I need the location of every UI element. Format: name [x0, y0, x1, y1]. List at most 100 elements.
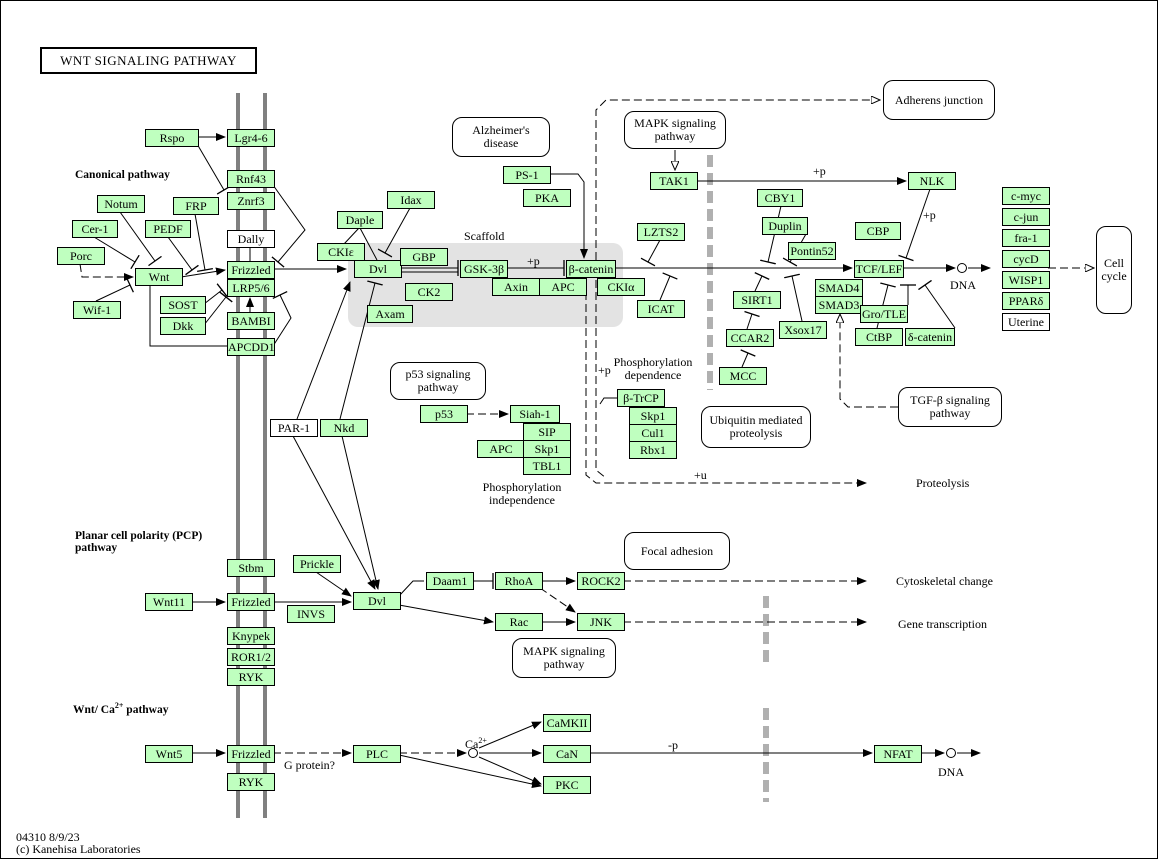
gene-node-rock2[interactable]: ROCK2 [577, 572, 625, 590]
gene-node-ckia[interactable]: CKIα [597, 278, 645, 296]
gene-node-sost[interactable]: SOST [160, 296, 206, 314]
gene-node-stbm[interactable]: Stbm [227, 559, 275, 577]
gene-node-fzd2[interactable]: Frizzled [227, 593, 275, 611]
gene-node-axam[interactable]: Axam [367, 305, 413, 323]
gene-node-xsox[interactable]: Xsox17 [779, 321, 827, 339]
gene-node-ryk[interactable]: RYK [227, 668, 275, 686]
pathway-map-ubiq[interactable]: Ubiquitin mediated proteolysis [701, 406, 811, 448]
gene-node-ckie[interactable]: CKIε [317, 243, 365, 261]
gene-node-ryk2[interactable]: RYK [227, 773, 275, 791]
pathway-map-alz[interactable]: Alzheimer's disease [452, 117, 550, 157]
gene-node-apc[interactable]: APC [539, 278, 587, 296]
gene-node-nlk[interactable]: NLK [908, 172, 956, 190]
gene-node-rbx1[interactable]: Rbx1 [629, 441, 677, 459]
gene-node-mcc[interactable]: MCC [719, 367, 767, 385]
gene-node-idax[interactable]: Idax [387, 191, 435, 209]
gene-node-notum[interactable]: Notum [97, 195, 145, 213]
gene-node-fzd[interactable]: Frizzled [227, 261, 275, 279]
gene-node-gbp[interactable]: GBP [400, 248, 448, 266]
gene-node-dkk[interactable]: Dkk [160, 317, 206, 335]
gene-node-siah1[interactable]: Siah-1 [510, 405, 560, 423]
gene-node-skp1a[interactable]: Skp1 [629, 407, 677, 425]
gene-node-porc[interactable]: Porc [57, 247, 105, 265]
gene-node-camkii[interactable]: CaMKII [543, 714, 591, 732]
gene-node-ck2[interactable]: CK2 [405, 283, 453, 301]
pathway-map-focal[interactable]: Focal adhesion [624, 532, 730, 570]
gene-node-skp1b[interactable]: Skp1 [523, 440, 571, 458]
gene-node-tcf[interactable]: TCF/LEF [854, 260, 904, 278]
gene-node-gsk[interactable]: GSK-3β [460, 260, 508, 278]
gene-node-lgr[interactable]: Lgr4-6 [227, 129, 275, 147]
gene-node-pontin[interactable]: Pontin52 [788, 242, 836, 260]
gene-node-apc2[interactable]: APC [477, 440, 525, 458]
gene-node-p53[interactable]: p53 [420, 405, 468, 423]
gene-node-rhoa[interactable]: RhoA [495, 572, 543, 590]
gene-node-sip[interactable]: SIP [523, 423, 571, 441]
gene-node-par1[interactable]: PAR-1 [270, 419, 318, 437]
gene-node-ror[interactable]: ROR1/2 [227, 648, 275, 666]
gene-node-btrcp[interactable]: β-TrCP [617, 389, 665, 407]
gene-node-daple[interactable]: Daple [337, 211, 383, 229]
gene-node-apcdd1[interactable]: APCDD1 [227, 338, 275, 356]
gene-node-tak1[interactable]: TAK1 [650, 172, 698, 190]
gene-node-cmyc[interactable]: c-myc [1002, 187, 1050, 205]
pathway-map-p53path[interactable]: p53 signaling pathway [390, 362, 486, 400]
gene-node-smad4[interactable]: SMAD4 [815, 279, 863, 297]
gene-node-invs[interactable]: INVS [287, 605, 335, 623]
gene-node-znrf3[interactable]: Znrf3 [227, 192, 275, 210]
gene-node-cjun[interactable]: c-jun [1002, 208, 1050, 226]
gene-node-icat[interactable]: ICAT [637, 300, 685, 318]
gene-node-rac[interactable]: Rac [495, 613, 543, 631]
gene-node-dvl[interactable]: Dvl [354, 260, 402, 278]
gene-node-lrp[interactable]: LRP5/6 [227, 279, 275, 297]
calcium-compound-circle[interactable] [468, 748, 478, 758]
gene-node-ctbp[interactable]: CtBP [855, 328, 903, 346]
gene-node-smad3[interactable]: SMAD3 [815, 296, 863, 314]
gene-node-dally[interactable]: Dally [227, 230, 275, 248]
gene-node-lzts2[interactable]: LZTS2 [637, 223, 685, 241]
gene-node-bcat[interactable]: β-catenin [566, 260, 616, 278]
gene-node-cer1[interactable]: Cer-1 [72, 220, 118, 238]
gene-node-can[interactable]: CaN [543, 745, 591, 763]
gene-node-cul1[interactable]: Cul1 [629, 424, 677, 442]
gene-node-knypek[interactable]: Knypek [227, 627, 275, 645]
gene-node-pkc[interactable]: PKC [543, 776, 591, 794]
gene-node-plc[interactable]: PLC [353, 745, 401, 763]
gene-node-dcat[interactable]: δ-catenin [905, 328, 955, 346]
gene-node-pedf[interactable]: PEDF [145, 220, 191, 238]
dna-compound-circle[interactable] [957, 263, 967, 273]
gene-node-rnf43[interactable]: Rnf43 [227, 170, 275, 188]
gene-node-wif1[interactable]: Wif-1 [73, 301, 121, 319]
gene-node-fzd3[interactable]: Frizzled [227, 745, 275, 763]
gene-node-cycd[interactable]: cycD [1002, 250, 1050, 268]
gene-node-axin[interactable]: Axin [492, 278, 540, 296]
gene-node-uterine[interactable]: Uterine [1002, 313, 1050, 331]
gene-node-ppard[interactable]: PPARδ [1002, 292, 1050, 310]
gene-node-frp[interactable]: FRP [173, 197, 219, 215]
gene-node-daam1[interactable]: Daam1 [426, 572, 474, 590]
gene-node-cbp[interactable]: CBP [855, 222, 901, 240]
gene-node-prickle[interactable]: Prickle [293, 555, 341, 573]
gene-node-ps1[interactable]: PS-1 [503, 166, 551, 184]
pathway-map-cellcycle[interactable]: Cell cycle [1096, 226, 1132, 314]
pathway-map-adherens[interactable]: Adherens junction [883, 80, 995, 120]
gene-node-wnt5[interactable]: Wnt5 [145, 745, 193, 763]
gene-node-cby1[interactable]: CBY1 [757, 189, 803, 207]
gene-node-bambi[interactable]: BAMBI [227, 312, 275, 330]
gene-node-nfat[interactable]: NFAT [874, 745, 922, 763]
gene-node-gro[interactable]: Gro/TLE [860, 305, 908, 323]
pathway-map-tgfb[interactable]: TGF-β signaling pathway [898, 387, 1002, 427]
gene-node-sirt1[interactable]: SIRT1 [733, 291, 781, 309]
gene-node-wisp1[interactable]: WISP1 [1002, 271, 1050, 289]
gene-node-pka[interactable]: PKA [523, 189, 571, 207]
gene-node-duplin[interactable]: Duplin [762, 217, 808, 235]
gene-node-jnk[interactable]: JNK [577, 613, 625, 631]
gene-node-fra1[interactable]: fra-1 [1002, 229, 1050, 247]
gene-node-nkd[interactable]: Nkd [320, 419, 368, 437]
gene-node-wnt[interactable]: Wnt [135, 268, 183, 286]
gene-node-ccar2[interactable]: CCAR2 [726, 329, 774, 347]
gene-node-wnt11[interactable]: Wnt11 [145, 593, 193, 611]
pathway-map-mapk2[interactable]: MAPK signaling pathway [512, 638, 616, 678]
gene-node-tbl1[interactable]: TBL1 [523, 457, 571, 475]
dna-compound-circle[interactable] [946, 748, 956, 758]
